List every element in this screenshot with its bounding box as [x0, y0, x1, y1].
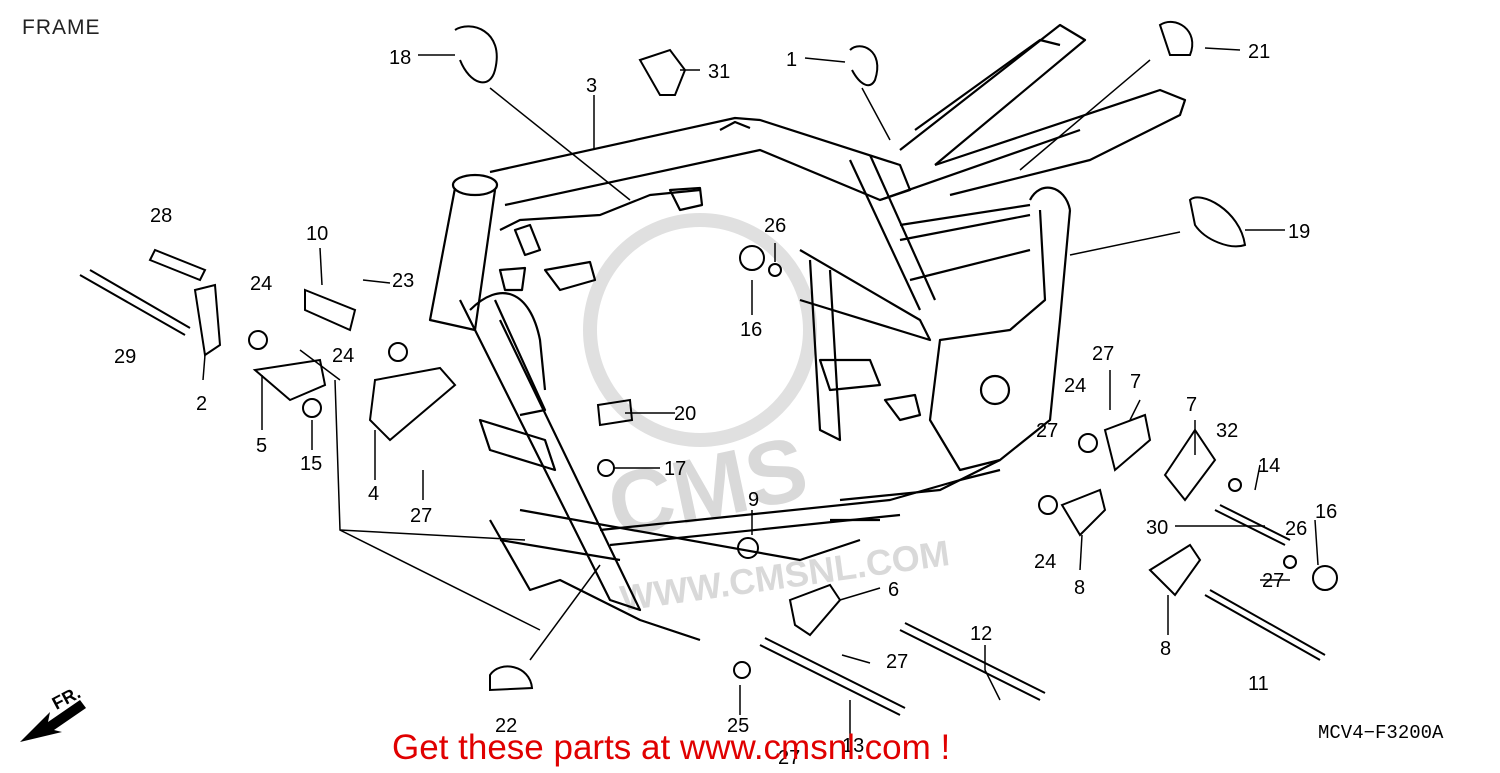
callout-25: 25 — [727, 715, 749, 737]
callout-22: 22 — [495, 715, 517, 737]
callout-16-b: 16 — [1315, 501, 1337, 523]
callout-24-d: 24 — [1034, 551, 1056, 573]
parts — [79, 20, 1338, 716]
page-title: FRAME — [22, 16, 101, 39]
callout-32: 32 — [1216, 420, 1238, 442]
frame-body — [428, 23, 1187, 642]
callout-9: 9 — [748, 489, 759, 511]
callout-27-a: 27 — [1092, 343, 1114, 365]
callout-2: 2 — [196, 393, 207, 415]
callout-20: 20 — [674, 403, 696, 425]
callout-29: 29 — [114, 346, 136, 368]
callout-18: 18 — [389, 47, 411, 69]
callout-10: 10 — [306, 223, 328, 245]
callout-labels: 1 2 3 4 5 6 7 7 8 8 9 10 11 12 13 14 15 … — [114, 41, 1337, 769]
diagram-code: MCV4−F3200A — [1318, 722, 1444, 744]
watermark-brand: CMS — [599, 418, 815, 557]
leader-lines — [202, 47, 1319, 740]
callout-30: 30 — [1146, 517, 1168, 539]
callout-19: 19 — [1288, 221, 1310, 243]
callout-8-a: 8 — [1074, 577, 1085, 599]
watermark: CMS WWW.CMSNL.COM — [583, 213, 952, 619]
callout-26-a: 26 — [764, 215, 786, 237]
callout-7-b: 7 — [1186, 394, 1197, 416]
callout-3: 3 — [586, 75, 597, 97]
callout-24-b: 24 — [332, 345, 354, 367]
promo-link[interactable]: Get these parts at www.cmsnl.com ! — [392, 728, 951, 767]
callout-14: 14 — [1258, 455, 1280, 477]
callout-6: 6 — [888, 579, 899, 601]
callout-31: 31 — [708, 61, 730, 83]
front-arrow-icon — [20, 700, 86, 742]
callout-27-d: 27 — [1262, 570, 1284, 592]
callout-16-a: 16 — [740, 319, 762, 341]
callout-24-a: 24 — [250, 273, 272, 295]
callout-4: 4 — [368, 483, 379, 505]
callout-12: 12 — [970, 623, 992, 645]
callout-1: 1 — [786, 49, 797, 71]
callout-5: 5 — [256, 435, 267, 457]
callout-15: 15 — [300, 453, 322, 475]
callout-11: 11 — [1248, 673, 1269, 695]
callout-28: 28 — [150, 205, 172, 227]
callout-27-e: 27 — [886, 651, 908, 673]
callout-27-c: 27 — [410, 505, 432, 527]
callout-17: 17 — [664, 458, 686, 480]
callout-24-c: 24 — [1064, 375, 1086, 397]
callout-21: 21 — [1248, 41, 1270, 63]
callout-23: 23 — [392, 270, 414, 292]
callout-7-a: 7 — [1130, 371, 1141, 393]
callout-27-f: 27 — [778, 747, 800, 769]
callout-8-b: 8 — [1160, 638, 1171, 660]
callout-26-b: 26 — [1285, 518, 1307, 540]
callout-27-b: 27 — [1036, 420, 1058, 442]
callout-13: 13 — [842, 735, 864, 757]
